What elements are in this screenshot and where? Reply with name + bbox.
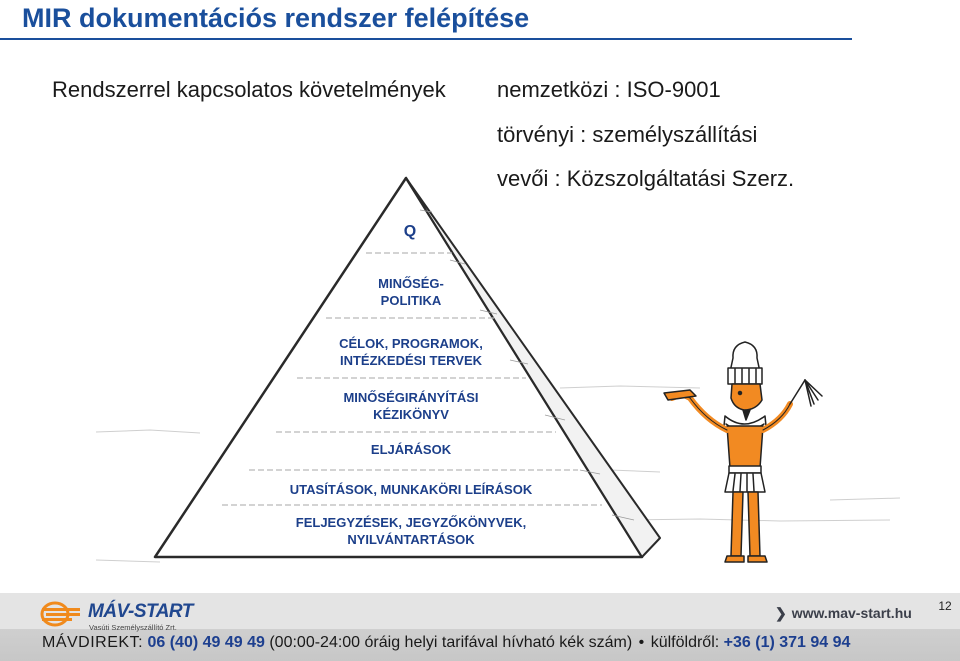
bullet-separator: • [638,634,645,651]
pyramid-level-1: MINŐSÉG- POLITIKA [378,276,444,308]
requirement-legal: törvényi : személyszállítási [497,122,758,147]
pyramid-level-5: UTASÍTÁSOK, MUNKAKÖRI LEÍRÁSOK [290,482,533,497]
pyramid-level-6: FELJEGYZÉSEK, JEGYZŐKÖNYVEK, NYILVÁNTART… [296,515,526,547]
abroad-label: külföldről: [650,634,720,651]
mav-start-logo-icon [40,601,80,627]
footer-bar: MÁV-START Vasúti Személyszállító Zrt. ❯w… [0,593,960,661]
requirements-label: Rendszerrel kapcsolatos követelmények [52,77,446,102]
website-link[interactable]: ❯www.mav-start.hu [775,605,912,622]
page-number: 12 [938,599,952,613]
logo-name: MÁV-START [88,601,193,622]
pyramid-side-face [405,177,661,558]
requirement-customer: vevői : Közszolgáltatási Szerz. [497,166,795,191]
hotline-brand: MÁVDIREKT: [42,634,144,651]
level-1-line-2: POLITIKA [381,293,442,308]
pyramid-apex-q: Q [404,223,416,240]
website-text: www.mav-start.hu [791,605,912,621]
slide-title: MIR dokumentációs rendszer felépítése [22,3,530,33]
footer-top-band [0,593,960,629]
level-3-line-2: KÉZIKÖNYV [373,407,449,422]
level-6-line-1: FELJEGYZÉSEK, JEGYZŐKÖNYVEK, [296,515,526,530]
title-underline [0,38,852,40]
level-6-line-2: NYILVÁNTARTÁSOK [347,532,475,547]
level-3-line-1: MINŐSÉGIRÁNYÍTÁSI [343,390,478,405]
requirement-international: nemzetközi : ISO-9001 [497,77,721,102]
level-separators [222,252,602,506]
level-1-line-1: MINŐSÉG- [378,276,444,291]
pharaoh-figure [663,341,823,563]
level-5-line-1: UTASÍTÁSOK, MUNKAKÖRI LEÍRÁSOK [290,482,533,497]
logo-subtitle: Vasúti Személyszállító Zrt. [89,623,177,632]
abroad-number: +36 (1) 371 94 94 [723,634,851,651]
hotline-bar: MÁVDIREKT: 06 (40) 49 49 49 (00:00-24:00… [42,634,922,652]
chevron-right-icon: ❯ [775,605,787,621]
pyramid-level-3: MINŐSÉGIRÁNYÍTÁSI KÉZIKÖNYV [343,390,478,422]
level-4-line-1: ELJÁRÁSOK [371,442,452,457]
side-shading [419,209,635,521]
hotline-number: 06 (40) 49 49 49 [147,634,265,651]
pyramid-level-2: CÉLOK, PROGRAMOK, INTÉZKEDÉSI TERVEK [339,336,483,368]
level-2-line-2: INTÉZKEDÉSI TERVEK [340,353,483,368]
level-2-line-1: CÉLOK, PROGRAMOK, [339,336,483,351]
hotline-description: (00:00-24:00 óráig helyi tarifával hívha… [269,634,633,651]
pyramid-level-4: ELJÁRÁSOK [371,442,452,457]
